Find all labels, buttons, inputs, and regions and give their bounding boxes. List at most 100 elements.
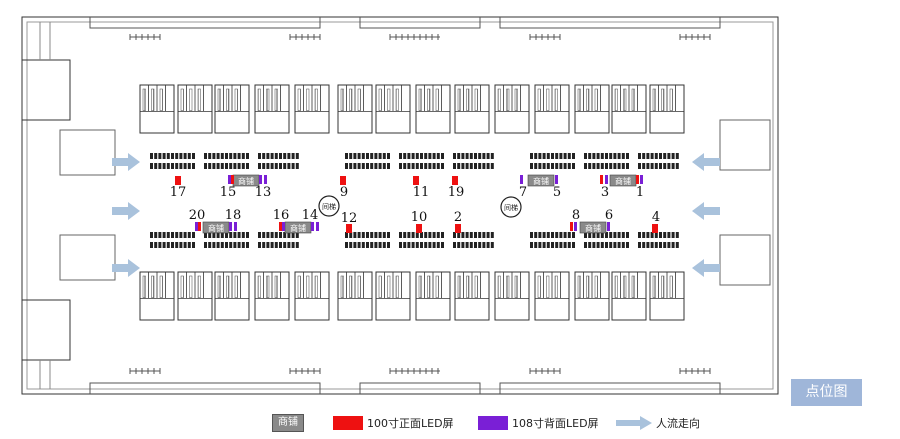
stall [353,163,357,169]
stall [588,232,592,238]
stall [663,163,667,169]
shop-label: 商铺 [290,223,306,233]
stall [370,232,374,238]
stall [654,153,658,159]
stall [212,232,216,238]
room-fill [314,275,318,298]
room-fill [274,275,278,298]
stall [399,242,402,248]
room-fill [554,275,558,298]
room-unit [415,84,451,134]
shop-block: 商铺 [579,221,607,234]
stall [551,153,554,159]
room-unit [534,84,570,134]
stall [411,242,415,248]
stall [626,153,629,159]
stall [345,242,348,248]
room-fill [395,88,399,111]
back-led [520,175,523,184]
stall [166,242,170,248]
stall [287,242,291,248]
room-unit [649,84,685,134]
point-label: 7 [519,185,527,200]
room-fill [314,88,318,111]
front-led [452,176,455,185]
stall [424,232,428,238]
point-label: 18 [225,208,242,223]
stall [555,232,559,238]
stall [538,153,542,159]
stall [237,163,241,169]
stall [613,232,617,238]
stall [171,153,174,159]
back-led-swatch [478,416,508,430]
stall [216,232,220,238]
stall [441,242,444,248]
stall [432,232,436,238]
elevator-circle [500,196,522,218]
stall [192,232,195,238]
stall [659,232,662,238]
room-fill [306,275,310,298]
front-led [175,176,178,185]
stall [486,242,490,248]
room-fill [340,88,344,111]
stall [461,242,465,248]
room-fill [159,88,163,111]
stall [361,163,365,169]
room-fill [669,88,673,111]
stall [258,242,261,248]
stall [613,163,617,169]
stall [374,153,378,159]
stall [241,153,245,159]
stall [399,163,402,169]
legend-back-led-label: 108寸背面LED屏 [512,417,599,430]
front-led [458,224,461,233]
point-label: 15 [220,185,237,200]
stall [617,153,621,159]
stall [436,153,440,159]
stall [469,163,473,169]
point-label: 12 [341,211,358,226]
stall [490,163,494,169]
room-fill [297,275,301,298]
shop-block: 商铺 [527,174,555,187]
stall [154,153,158,159]
stall [415,153,419,159]
point-label: 11 [413,185,430,200]
stall [411,232,415,238]
stall [295,242,299,248]
room-fill [554,88,558,111]
stall [216,153,220,159]
stall [420,232,423,238]
stall [650,163,654,169]
room-fill [297,88,301,111]
room-unit [574,84,610,134]
point-label: 4 [652,210,660,225]
back-led [228,175,231,184]
stall [663,153,667,159]
stall [183,232,187,238]
elevator: 间梯 [500,196,522,218]
stall [436,242,440,248]
stall [279,242,282,248]
stall [349,242,353,248]
stall [183,163,187,169]
stall [474,163,477,169]
stall [534,163,538,169]
stall [538,242,542,248]
stall [150,242,153,248]
elevator-circle [318,195,340,217]
room-fill [226,88,230,111]
point-label: 14 [302,208,319,223]
stall [482,153,486,159]
room-fill [661,275,665,298]
stall [357,232,361,238]
stall [237,232,241,238]
stall [175,163,179,169]
stall [266,242,270,248]
room-unit [294,84,330,134]
room-fill [340,275,344,298]
room-fill [266,275,270,298]
stall [457,242,461,248]
